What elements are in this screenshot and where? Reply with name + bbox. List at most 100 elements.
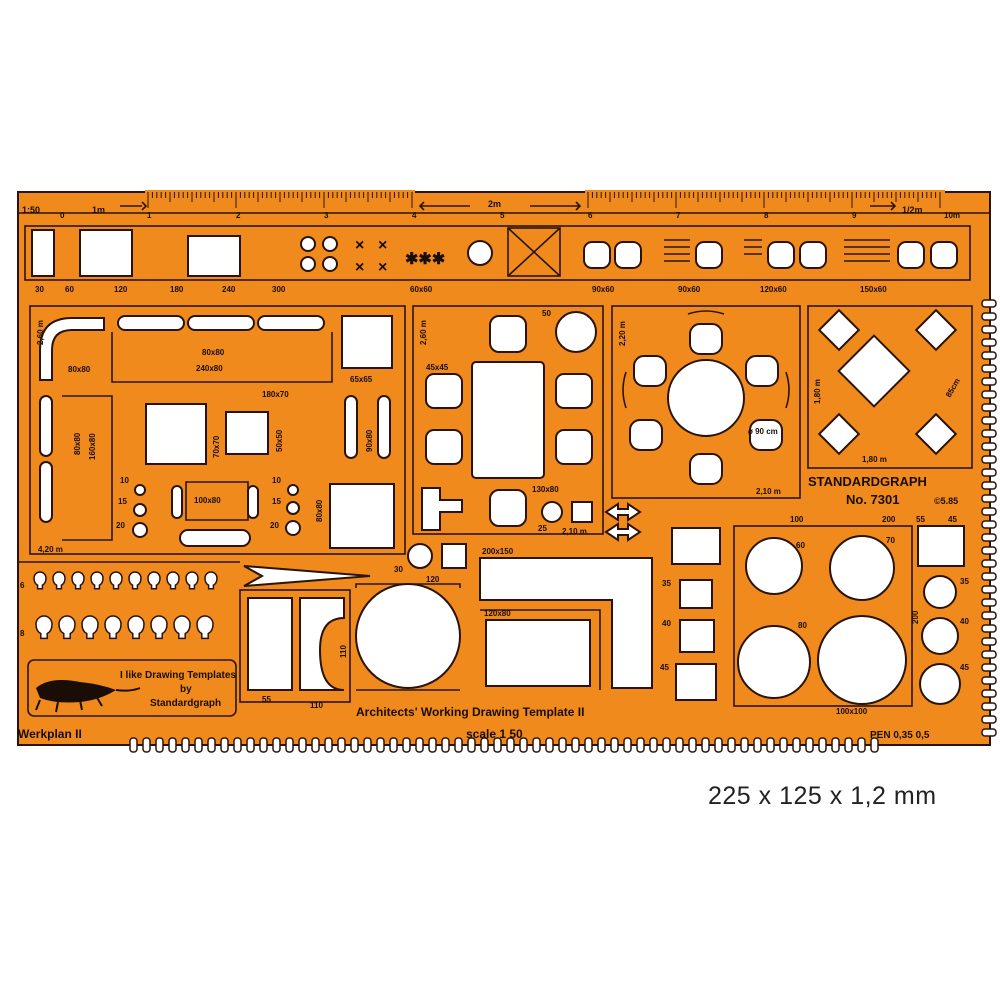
dim-50: 50: [542, 309, 551, 318]
dim-60: 60: [65, 285, 74, 294]
chair-hole: [745, 355, 779, 387]
ruler-label-10m: 10m: [944, 211, 960, 220]
dim-45-top: 45: [948, 515, 957, 524]
dim-90x80: 90x80: [365, 429, 374, 452]
ruler-label-9: 9: [852, 211, 857, 220]
slogan-box: I like Drawing Templates by Standardgrap…: [27, 659, 237, 717]
corner-sofa-hole: [39, 317, 105, 381]
slogan-line-3: Standardgraph: [150, 698, 221, 709]
ruler-label-1: 1: [147, 211, 152, 220]
dot-hole: [300, 236, 316, 252]
sofa-side-hole: [39, 461, 53, 523]
circle-45-hole: [919, 663, 961, 705]
round-basin-frame: [733, 525, 913, 707]
dim-40-a: 40: [662, 619, 671, 628]
tooth-notch: [870, 737, 879, 753]
square-55-hole: [917, 525, 965, 567]
tooth-notch: [480, 737, 489, 753]
cell-120-hole: [187, 235, 241, 277]
table-50-hole: [225, 411, 269, 455]
cross-symbol: ×: [355, 259, 364, 276]
tooth-notch: [415, 737, 424, 753]
tooth-notch: [981, 663, 997, 672]
dim-200-side: 200: [911, 610, 920, 624]
dim-120x80: 120x80: [484, 609, 511, 618]
dim-60x60: 60x60: [410, 285, 433, 294]
tree-hole: [128, 571, 142, 590]
tooth-notch: [981, 715, 997, 724]
small-round-hole: [287, 484, 299, 496]
tooth-notch: [207, 737, 216, 753]
basin-80-hole: [737, 625, 811, 699]
dim-1-80m-a: 1,80 m: [813, 379, 822, 404]
slogan-frame: [27, 659, 237, 717]
tooth-notch: [981, 377, 997, 386]
dim-dia-90: ø 90 cm: [748, 427, 778, 436]
bed-side-hole: [344, 395, 358, 459]
tree-hole: [104, 615, 122, 640]
tooth-notch: [857, 737, 866, 753]
arrow-hole: [604, 522, 642, 542]
square-40-hole: [679, 619, 715, 653]
sink-hole: [930, 241, 958, 269]
round-table-frame: [611, 305, 801, 499]
trees-small-row: [33, 571, 218, 590]
tooth-notch: [311, 737, 320, 753]
tooth-notch: [818, 737, 827, 753]
tooth-notch: [740, 737, 749, 753]
table-80-hole: [329, 483, 395, 549]
model-number: No. 7301: [846, 492, 899, 507]
tooth-notch: [272, 737, 281, 753]
dim-100-top: 100: [790, 515, 804, 524]
tooth-notch: [558, 737, 567, 753]
cross-square-diagonals: [507, 227, 561, 277]
tooth-notch: [532, 737, 541, 753]
tooth-notch: [981, 429, 997, 438]
dim-110-b: 110: [339, 645, 348, 658]
dim-100x100: 100x100: [836, 707, 868, 716]
dim-20-a: 20: [116, 521, 125, 530]
dim-120: 120: [114, 285, 128, 294]
dim-80-circle: 80: [798, 621, 807, 630]
furniture-outlines: [62, 332, 333, 541]
tooth-notch: [766, 737, 775, 753]
tooth-notch: [844, 737, 853, 753]
dim-2-60m: 2,60 m: [36, 320, 45, 345]
dim-50x50: 50x50: [275, 429, 284, 452]
chair-hole: [689, 453, 723, 485]
dim-10-a: 10: [120, 476, 129, 485]
small-round-hole: [133, 503, 147, 517]
copyright-mark: ©5.85: [934, 496, 958, 506]
round-table-hole: [667, 359, 745, 437]
dim-45x45: 45x45: [426, 363, 449, 372]
dim-30: 30: [35, 285, 44, 294]
square-table-frame: [807, 305, 973, 469]
tooth-notch: [662, 737, 671, 753]
shelf-lines: [664, 239, 890, 262]
pen-label: PEN 0,35 0,5: [870, 730, 930, 741]
tooth-notch: [636, 737, 645, 753]
top-row: × × × × ✱✱✱ 30 60 120 180 240 300 60x60 …: [24, 225, 971, 294]
tooth-notch: [376, 737, 385, 753]
tooth-notch: [714, 737, 723, 753]
dot-hole: [322, 256, 338, 272]
tooth-notch: [981, 559, 997, 568]
door-leaf-hole: [247, 597, 293, 691]
tree-hole: [127, 615, 145, 640]
tooth-notch: [981, 468, 997, 477]
dim-45-a: 45: [660, 663, 669, 672]
dim-90x60-a: 90x60: [592, 285, 615, 294]
basin-100-hole: [817, 615, 907, 705]
bottom-teeth: [129, 737, 879, 753]
tooth-notch: [181, 737, 190, 753]
dim-80x80-a: 80x80: [68, 365, 91, 374]
chair-hole: [914, 308, 958, 352]
dim-25: 25: [538, 524, 547, 533]
dim-160x80: 160x80: [88, 433, 97, 460]
tooth-notch: [981, 585, 997, 594]
tooth-notch: [981, 676, 997, 685]
tree-hole: [71, 571, 85, 590]
tooth-notch: [584, 737, 593, 753]
tooth-notch: [597, 737, 606, 753]
arrow-hole: [604, 502, 642, 522]
